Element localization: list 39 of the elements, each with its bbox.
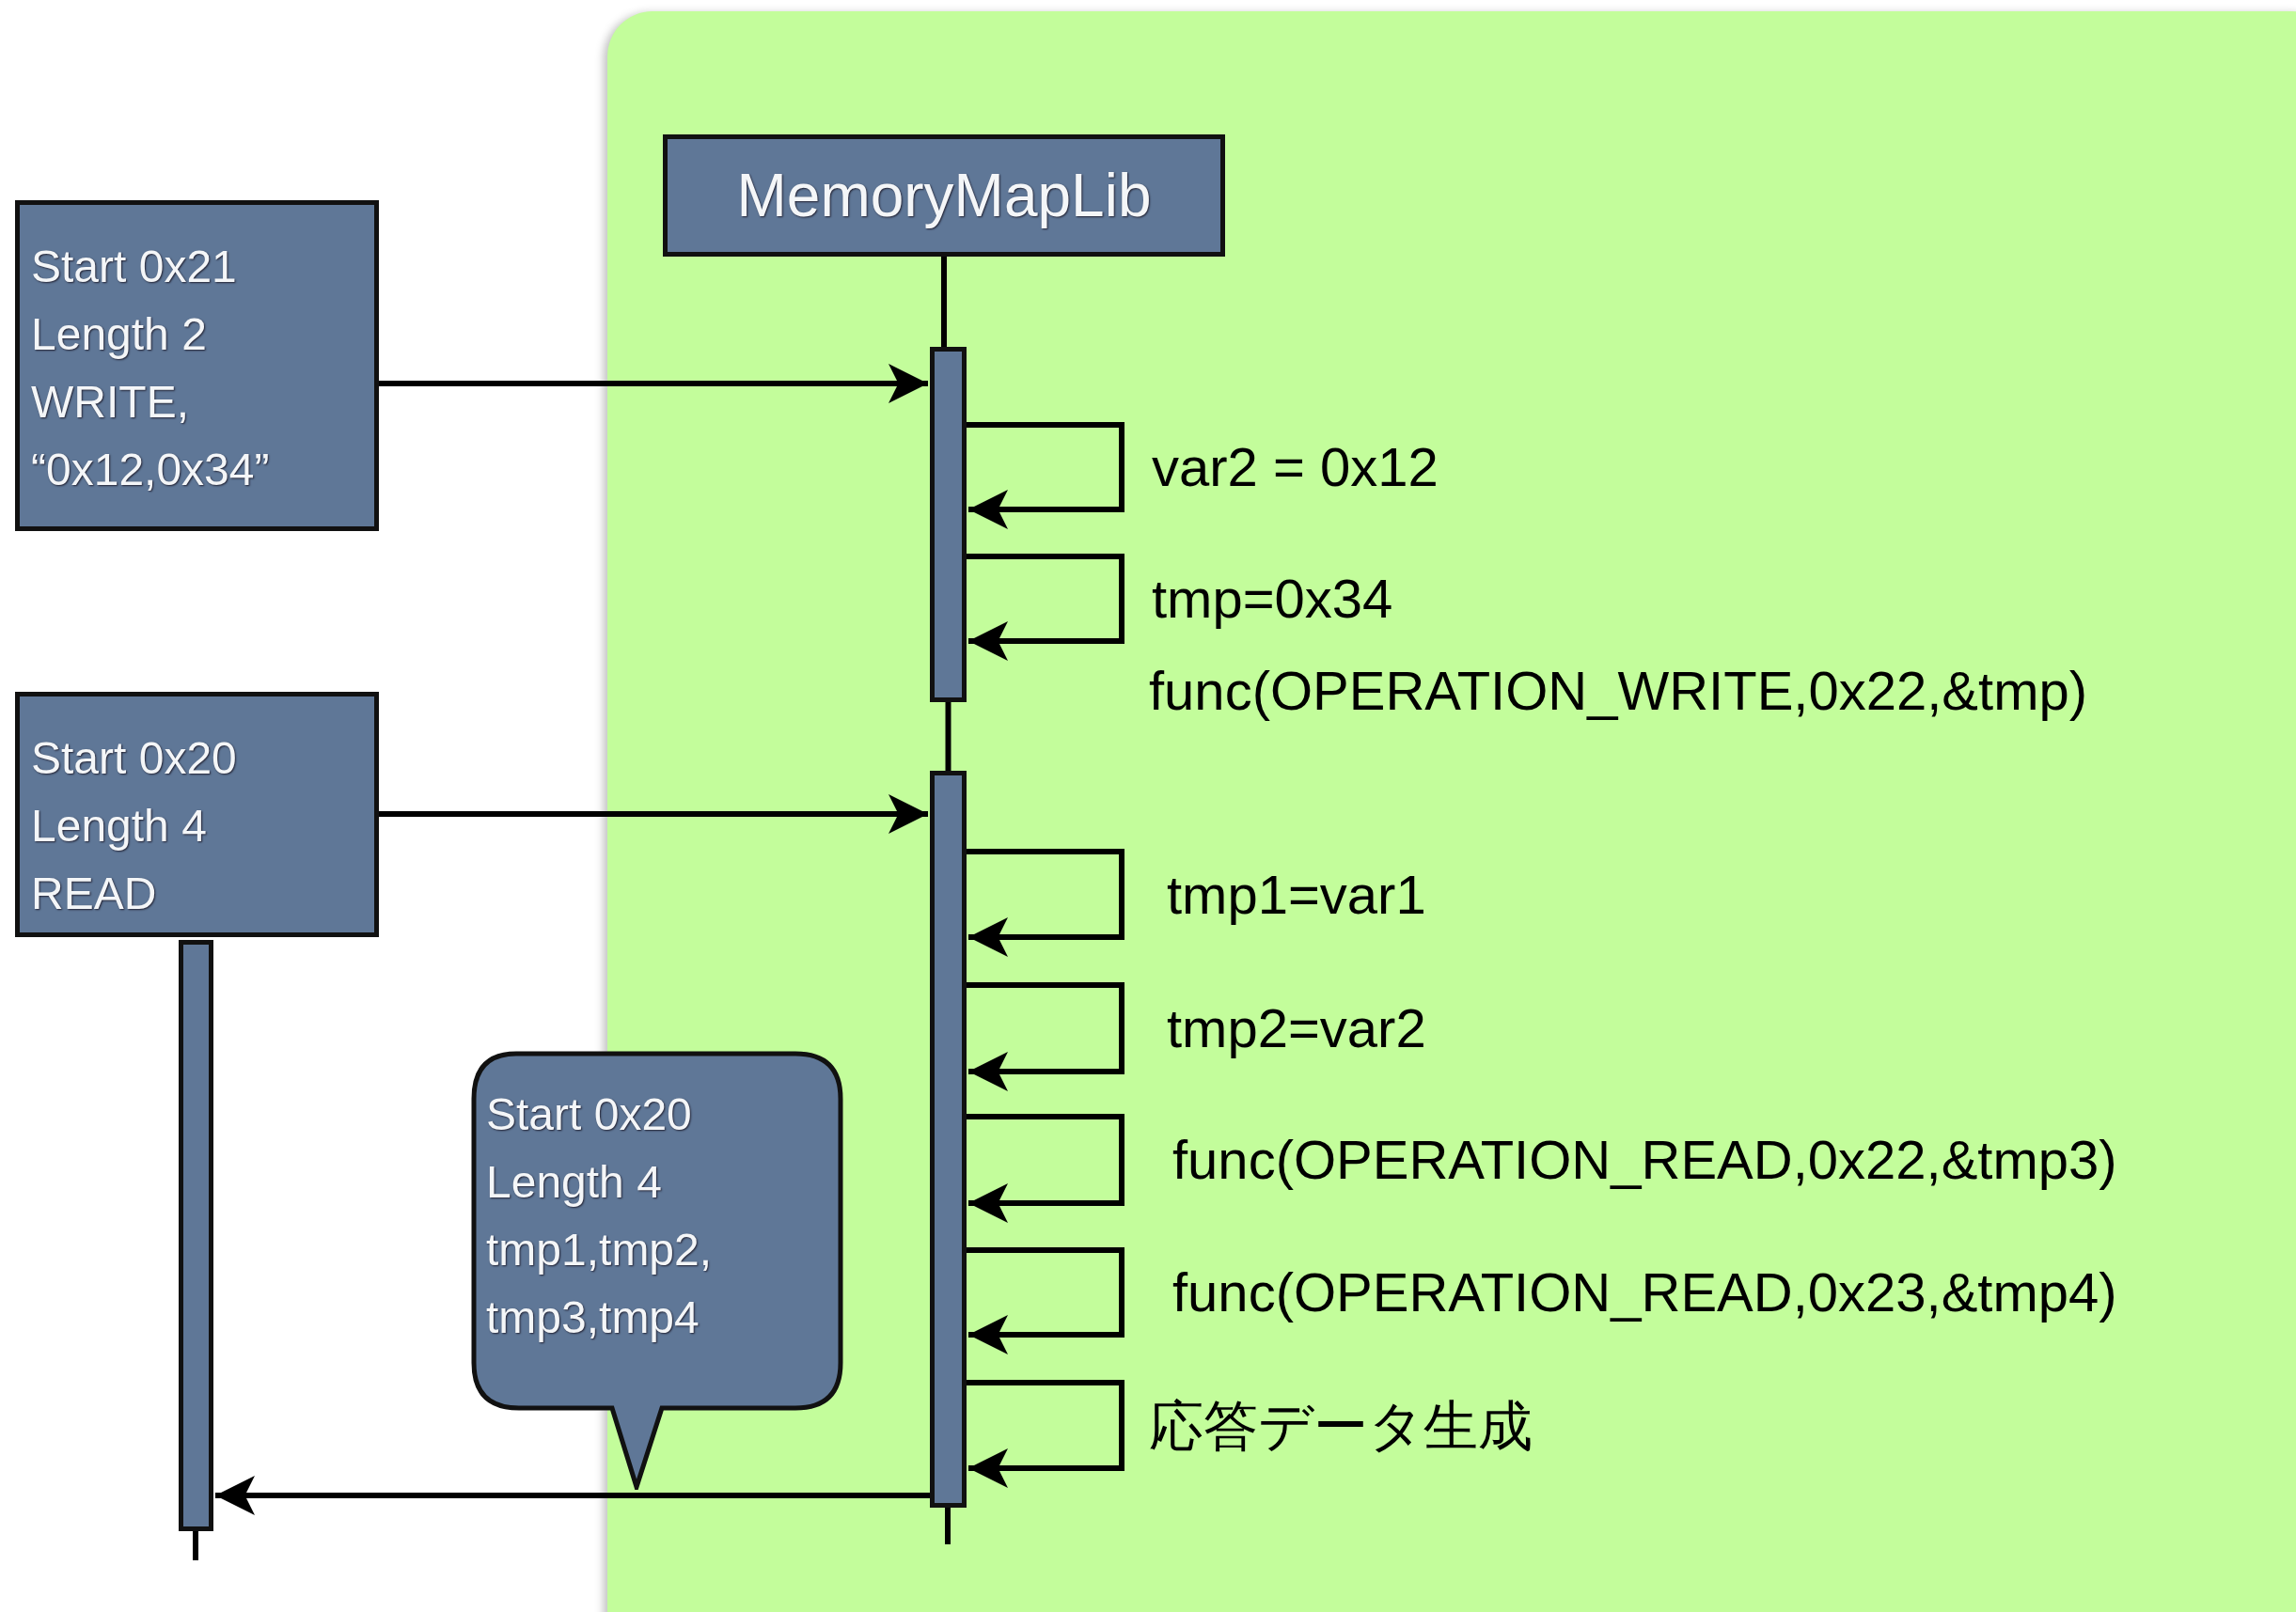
message-text: “0x12,0x34” [31, 444, 271, 496]
lifeline-header [663, 134, 1225, 257]
lifeline [945, 702, 951, 771]
message-box [15, 692, 379, 937]
self-message-arrow [967, 422, 1124, 529]
edge-label: func(OPERATION_READ,0x23,&tmp4) [1172, 1260, 2117, 1324]
bubble-text: tmp1,tmp2, [486, 1224, 714, 1276]
self-message-arrow [967, 982, 1124, 1091]
edge-label: tmp1=var1 [1167, 862, 1426, 927]
message-arrow [379, 794, 928, 834]
edge-label: 応答データ生成 [1149, 1393, 1533, 1458]
message-box [15, 200, 379, 531]
message-text: WRITE, [31, 376, 190, 429]
message-text: Start 0x20 [31, 732, 238, 785]
lifeline-title: MemoryMapLib [736, 161, 1152, 231]
bubble-text: Start 0x20 [486, 1088, 693, 1141]
edge-label: tmp2=var2 [1167, 996, 1426, 1060]
self-message-arrow [967, 554, 1124, 661]
edge-label: func(OPERATION_READ,0x22,&tmp3) [1172, 1128, 2117, 1192]
edge-label: tmp=0x34 [1152, 567, 1393, 631]
edge-label: var2 = 0x12 [1152, 435, 1439, 499]
bubble-text: tmp3,tmp4 [486, 1291, 700, 1344]
self-message-arrow [967, 1114, 1124, 1223]
message-arrow [379, 364, 928, 403]
activation-bar [930, 347, 967, 702]
self-message-arrow [967, 849, 1124, 957]
message-text: READ [31, 868, 158, 920]
return-arrow [215, 1476, 930, 1515]
bubble-text: Length 4 [486, 1156, 663, 1209]
lifeline [941, 257, 947, 347]
message-text: Start 0x21 [31, 241, 238, 293]
activation-bar [930, 771, 967, 1508]
self-message-arrow [967, 1247, 1124, 1354]
speech-bubble [471, 1051, 843, 1490]
code-text: func(OPERATION_WRITE,0x22,&tmp) [1149, 659, 2088, 723]
self-message-arrow [967, 1380, 1124, 1488]
activation-bar [179, 940, 213, 1531]
message-text: Length 4 [31, 800, 208, 853]
message-text: Length 2 [31, 308, 208, 361]
